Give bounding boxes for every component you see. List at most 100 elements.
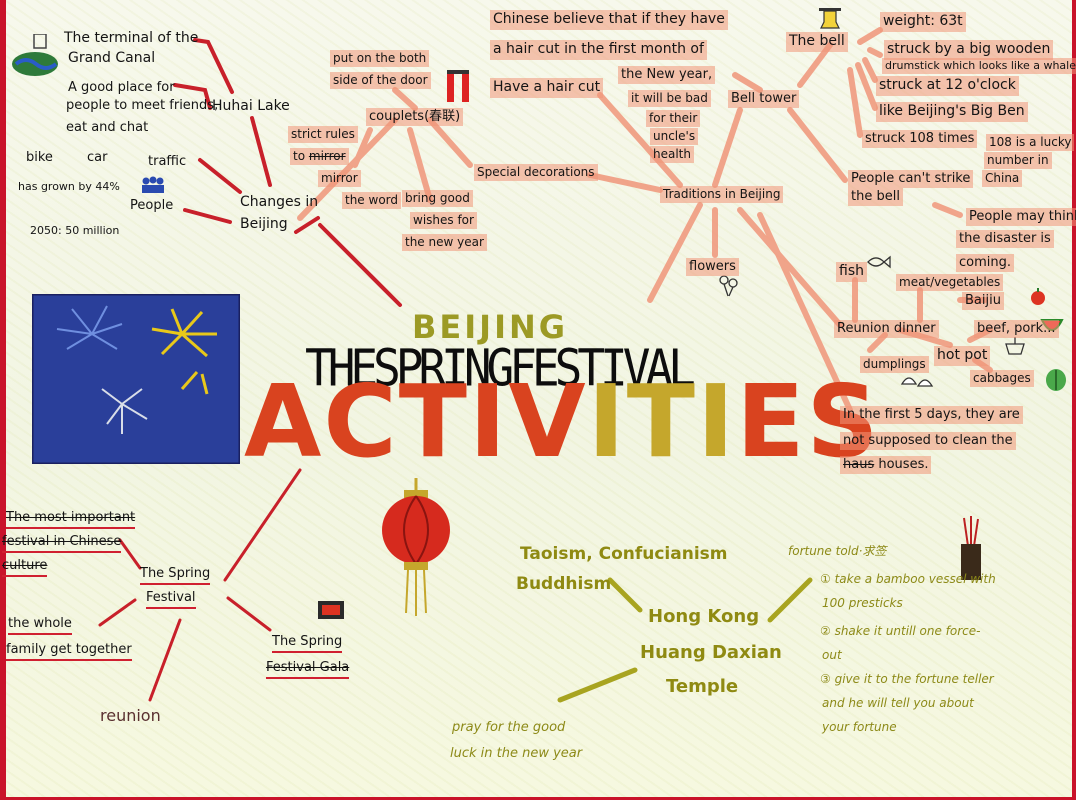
connector-cant-think xyxy=(932,202,963,218)
connector-belltower-traditions xyxy=(712,107,743,188)
changes-traffic: traffic xyxy=(148,154,187,169)
lantern-icon xyxy=(382,478,450,616)
temple-hong-kong: Hong Kong xyxy=(648,606,760,627)
dinner-hotpot: hot pot xyxy=(934,346,991,366)
tv-icon xyxy=(318,601,344,619)
connector-traffic-changes xyxy=(198,158,242,194)
connector-people-changes xyxy=(183,208,232,224)
dinner-fish: fish xyxy=(836,262,867,282)
connector-changes-couplets xyxy=(294,216,320,234)
title-beijing: BEIJING xyxy=(412,308,569,346)
haircut-bad-2: for their xyxy=(646,110,701,127)
connector-both-couplets xyxy=(392,87,418,111)
red-border-right xyxy=(1072,0,1076,800)
temple-religions-1: Taoism, Confucianism xyxy=(520,544,728,564)
huhai-canal: Grand Canal xyxy=(68,50,156,66)
temple-label: Temple xyxy=(666,676,739,697)
connector-belltower-cant xyxy=(787,107,848,183)
apple-icon xyxy=(1031,288,1045,305)
connector-family-spring xyxy=(98,598,137,627)
festival-family-1: the whole xyxy=(8,616,72,636)
flowers-label: flowers xyxy=(686,258,739,277)
connector-strict-couplets xyxy=(352,127,373,168)
dinner-beef: beef, pork... xyxy=(974,320,1059,339)
people-icon xyxy=(142,176,164,193)
bamboo-vessel-icon xyxy=(961,516,981,580)
connector-bell-struck xyxy=(867,47,883,58)
special-decorations: Special decorations xyxy=(474,164,598,181)
bell-struck-1: struck by a big wooden xyxy=(884,40,1054,60)
huhai-place-2: people to meet friends, xyxy=(66,98,219,113)
connector-place-huhai xyxy=(173,83,212,110)
connector-bell-weight xyxy=(857,27,883,45)
changes-label-1: Changes in xyxy=(240,194,319,210)
festival-reunion: reunion xyxy=(100,706,161,725)
clean-line-1: In the first 5 days, they are xyxy=(840,406,1023,425)
traditions-label: Traditions in Beijing xyxy=(660,186,784,203)
fortune-step-1a: ① take a bamboo vessel with xyxy=(820,572,996,586)
bell-big-ben: like Beijing's Big Ben xyxy=(876,102,1028,122)
connector-changes-title xyxy=(318,223,402,307)
couplets-strict: strict rules xyxy=(288,126,358,143)
bell-lucky-1: 108 is a lucky xyxy=(986,134,1075,151)
couplets-wishes-3: the new year xyxy=(402,234,487,251)
clean-line-3: haus houses. xyxy=(840,456,932,475)
dinner-cabbages: cabbages xyxy=(970,370,1034,387)
festival-important-3: culture xyxy=(2,558,48,578)
changes-bike: bike xyxy=(26,150,53,165)
dinner-meat: meat/vegetables xyxy=(896,274,1004,291)
festival-family-2: family get together xyxy=(6,642,132,662)
bell-weight: weight: 63t xyxy=(880,12,966,32)
couplets-to: to mirror xyxy=(290,148,349,165)
changes-2050: 2050: 50 million xyxy=(30,224,120,237)
connector-haircut-traditions xyxy=(597,92,683,188)
connector-spring-gala xyxy=(226,596,272,632)
title-activities: ACTIVITIES xyxy=(244,363,881,480)
dumplings-icon xyxy=(900,377,934,387)
connector-haircut-belltower xyxy=(732,72,763,93)
bell-think-1: People may think xyxy=(966,208,1076,227)
connector-couplets-special xyxy=(427,117,473,168)
hotpot-icon xyxy=(1005,337,1025,355)
connector-bell-ben xyxy=(855,62,878,111)
bell-struck-2: drumstick which looks like a whale xyxy=(882,58,1076,74)
haircut-belief-3: the New year, xyxy=(618,66,716,85)
festival-spring-1: The Spring xyxy=(140,566,211,586)
connector-wishes-couplets xyxy=(407,127,433,203)
flowers-icon xyxy=(719,275,738,297)
changes-label-2: Beijing xyxy=(240,216,288,232)
fortune-step-3a: ③ give it to the fortune teller xyxy=(820,672,994,686)
fireworks-icon xyxy=(32,294,240,464)
connector-terminal-huhai xyxy=(193,38,234,94)
red-border-left xyxy=(0,0,6,800)
bell-clock: struck at 12 o'clock xyxy=(876,76,1019,96)
couplets-both-2: side of the door xyxy=(330,72,431,89)
couplets-mirror: mirror xyxy=(318,170,361,187)
bell-icon xyxy=(819,8,841,29)
festival-gala-2: Festival Gala xyxy=(266,660,350,680)
haircut-label: Have a hair cut xyxy=(490,78,604,98)
connector-special-traditions xyxy=(587,172,663,193)
couplets-both-1: put on the both xyxy=(330,50,430,67)
connector-traditions-clean xyxy=(757,212,853,413)
bell-tower-label: Bell tower xyxy=(728,90,800,109)
changes-grown: has grown by 44% xyxy=(18,180,120,193)
connector-changes-couplets-hl xyxy=(297,117,398,221)
cabbage-icon xyxy=(1046,369,1066,391)
bell-cant-2: the bell xyxy=(848,188,903,207)
couplets-wishes-1: bring good xyxy=(402,190,473,207)
bell-label: The bell xyxy=(786,32,848,52)
connector-title-spring xyxy=(223,468,302,582)
canal-icon xyxy=(12,34,58,76)
bell-think-3: coming. xyxy=(956,254,1014,273)
bell-cant-1: People can't strike xyxy=(848,170,974,189)
haircut-bad-4: health xyxy=(650,146,694,163)
temple-pray-2: luck in the new year xyxy=(450,746,583,761)
dinner-baijiu: Baijiu xyxy=(962,292,1004,311)
title-spring-festival: THESPRINGFESTIVAL xyxy=(305,338,696,398)
clean-line-2: not supposed to clean the xyxy=(840,432,1016,451)
haircut-bad-1: it will be bad xyxy=(628,90,711,107)
dinner-dumplings: dumplings xyxy=(860,356,929,373)
festival-gala-1: The Spring xyxy=(272,634,343,654)
dinner-label: Reunion dinner xyxy=(834,320,939,339)
